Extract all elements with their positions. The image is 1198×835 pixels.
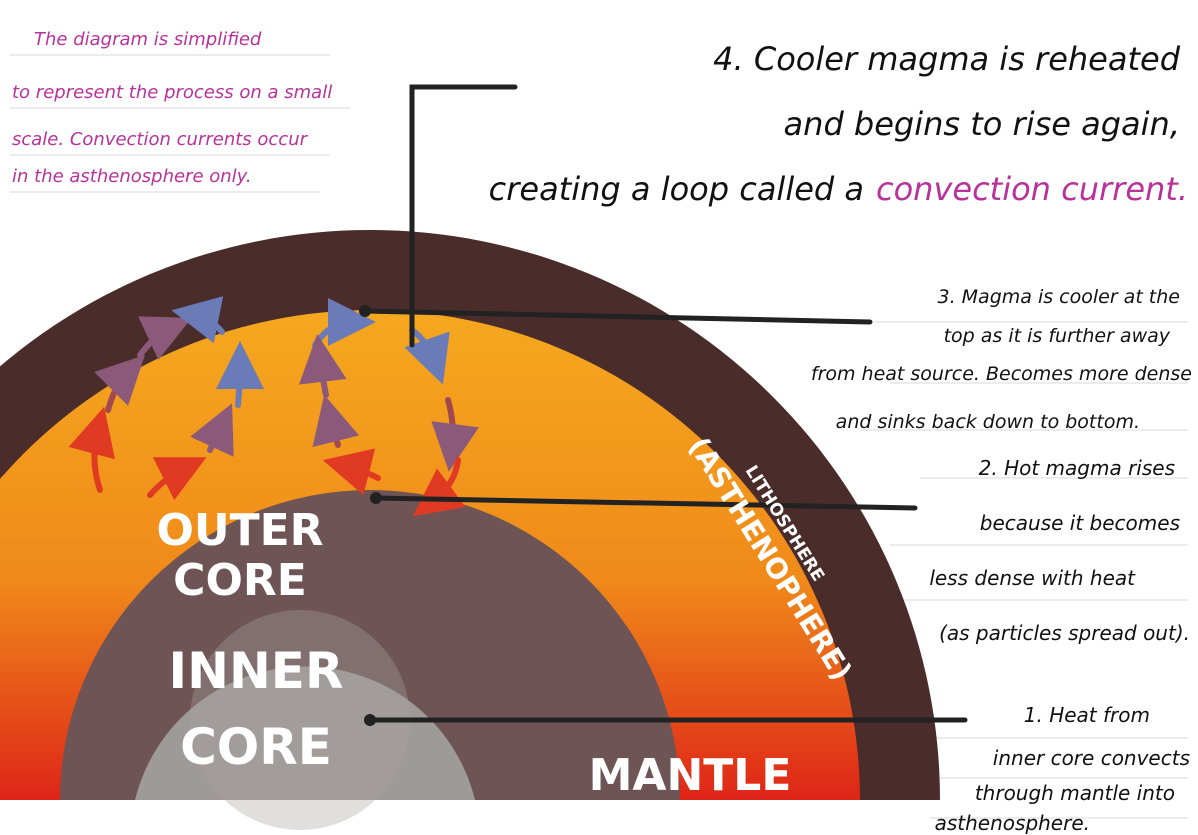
step3-line-4: and sinks back down to bottom. [836, 411, 1140, 433]
inner-core-texture [190, 610, 410, 830]
arrow-up-4 [322, 448, 381, 496]
step1-text: 1. Heat from inner core convects through… [935, 703, 1190, 835]
arrow-up-3 [147, 457, 207, 501]
outer-core-label-1: OUTER [156, 505, 323, 556]
note-line-4: in the asthenosphere only. [12, 166, 252, 187]
leader-lines [362, 84, 968, 723]
arrow-up-1 [215, 341, 264, 408]
step2-line-3: less dense with heat [929, 566, 1136, 590]
step1-line-3: through mantle into [975, 781, 1175, 805]
arrow-up-5 [312, 394, 360, 448]
leader-dot-step2 [370, 492, 382, 504]
step2-line-1: 2. Hot magma rises [979, 456, 1175, 480]
step2-text: 2. Hot magma rises because it becomes le… [929, 456, 1190, 645]
leader-step4 [409, 84, 518, 348]
arrow-cool-4 [404, 327, 450, 385]
step4-highlight: convection current. [876, 170, 1188, 208]
step2-line-4: (as particles spread out). [939, 621, 1190, 645]
note-line-2: to represent the process on a small [12, 82, 332, 103]
arrow-mid-1 [94, 355, 145, 413]
step4-line-1: 4. Cooler magma is reheated [713, 40, 1181, 78]
step3-line-3: from heat source. Becomes more dense [811, 363, 1192, 385]
inner-core-label-1: INNER [169, 642, 344, 700]
leader-dot-step1 [364, 714, 376, 726]
arrow-hot-1 [68, 406, 116, 493]
mantle-label: MANTLE [589, 750, 792, 801]
arrow-down-1 [431, 397, 479, 472]
convection-arrows [68, 296, 479, 517]
leader-dot-step3 [359, 305, 371, 317]
inner-core-layer [135, 666, 475, 800]
leader-step2 [373, 495, 918, 511]
step3-line-1: 3. Magma is cooler at the [937, 286, 1180, 308]
step4-line-3: creating a loop called a convection curre… [489, 170, 1188, 208]
arrow-cool-1 [137, 316, 192, 360]
step1-line-4: asthenosphere. [935, 811, 1090, 835]
outer-core-label-2: CORE [173, 555, 307, 606]
inner-core-label-2: CORE [180, 718, 332, 776]
ruled-lines [10, 54, 1188, 819]
step3-text: 3. Magma is cooler at the top as it is f… [811, 286, 1192, 433]
note-line-1: The diagram is simplified [34, 29, 262, 50]
arrow-cool-2 [171, 296, 225, 344]
leader-step3 [362, 308, 873, 325]
step4-line-3-prefix: creating a loop called a [489, 170, 864, 208]
step1-line-1: 1. Heat from [1024, 703, 1150, 727]
note-line-3: scale. Convection currents occur [12, 129, 309, 150]
step3-line-2: top as it is further away [944, 325, 1171, 347]
step4-text: 4. Cooler magma is reheated and begins t… [489, 40, 1188, 208]
step2-line-2: because it becomes [980, 511, 1180, 535]
arrow-up-6 [298, 334, 347, 398]
simplification-note: The diagram is simplified to represent t… [12, 29, 332, 187]
step4-line-2: and begins to rise again, [784, 105, 1180, 143]
arrow-up-2 [190, 403, 234, 457]
step1-line-2: inner core convects [993, 746, 1190, 770]
